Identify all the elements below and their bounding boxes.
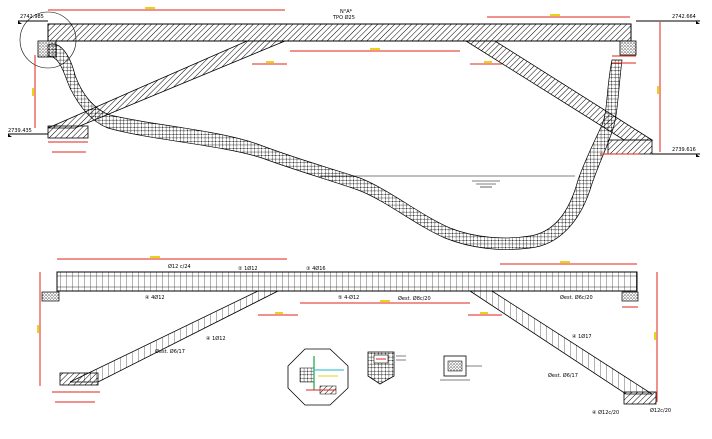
callout-12: ④ Ø12c/20 [592, 409, 619, 416]
left-reinforced-footing [59, 372, 99, 386]
center-label-top: N°A* [340, 9, 353, 15]
terrain-profile [47, 43, 623, 250]
right-top-level-marker: 2742.664 [636, 14, 700, 24]
reinforcement-view: Ø12 c/24 ② 1Ø12 ③ 4Ø16 ④ 4Ø12 ⑤ 4-Ø12 Øe… [37, 256, 671, 416]
callout-1: Ø12 c/24 [168, 263, 191, 270]
plan-dimensions [39, 258, 658, 403]
section-detail-octagon [287, 348, 349, 406]
right-base-level-marker: 2739.616 [652, 147, 700, 157]
callout-10: ④ 1Ø17 [572, 333, 592, 340]
elevation-dimensions [34, 9, 661, 155]
callout-2: ② 1Ø12 [238, 265, 258, 272]
elevation-dim-ticks [32, 7, 659, 96]
callout-13: Ø12c/20 [650, 407, 671, 414]
plan-right-block [621, 291, 639, 302]
footing-detail [367, 351, 406, 385]
reinforced-beam [56, 271, 638, 292]
detail-circle [19, 11, 77, 69]
callout-5: ⑤ 4-Ø12 [338, 294, 359, 301]
svg-text:2742.985: 2742.985 [20, 14, 44, 20]
callout-11: Øest. Ø6/17 [548, 372, 578, 379]
callout-6: Øest. Ø8c/20 [398, 295, 431, 302]
left-base-level-marker: 2739.435 [8, 128, 48, 137]
right-footing [607, 139, 653, 155]
plan-left-block [41, 291, 60, 302]
plan-dim-ticks [37, 256, 656, 340]
center-label-bottom: TPO Ø25 [332, 14, 355, 21]
right-reinforced-footing [623, 391, 657, 405]
callout-9: Øest. Ø6/17 [155, 348, 185, 355]
svg-text:2742.664: 2742.664 [672, 14, 696, 20]
callout-8: ④ 1Ø12 [206, 335, 226, 342]
elevation-view: 2742.985 2742.664 2739.435 2739.616 N°A*… [8, 7, 700, 250]
left-strut [47, 40, 286, 129]
svg-text:2739.435: 2739.435 [8, 128, 32, 134]
rebar-callouts: Ø12 c/24 ② 1Ø12 ③ 4Ø16 ④ 4Ø12 ⑤ 4-Ø12 Øe… [145, 263, 671, 416]
left-footing [47, 125, 89, 139]
deck-slab [47, 23, 632, 42]
callout-3: ③ 4Ø16 [306, 265, 326, 272]
connector-detail [440, 355, 482, 381]
svg-text:2739.616: 2739.616 [672, 147, 696, 153]
left-reinforced-strut [69, 290, 279, 383]
left-abutment [37, 40, 57, 58]
callout-4: ④ 4Ø12 [145, 294, 165, 301]
left-top-level-marker: 2742.985 [18, 14, 48, 24]
right-abutment [619, 40, 637, 56]
callout-7: Øest. Ø6c/20 [560, 294, 593, 301]
water-level-symbol [472, 180, 500, 188]
